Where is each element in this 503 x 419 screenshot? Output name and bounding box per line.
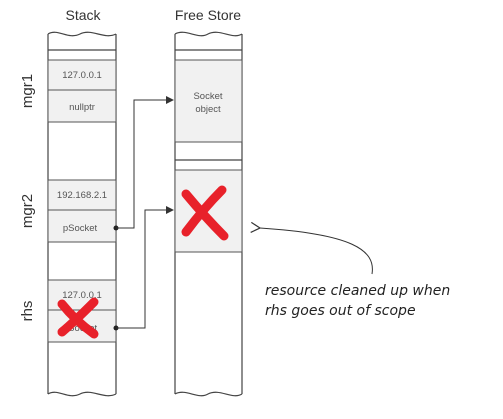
mgr2-address: 192.168.2.1 <box>57 190 107 201</box>
mgr1-pointer-cell <box>47 89 117 123</box>
mgr1-address-cell <box>47 59 117 91</box>
rhs-label: rhs <box>19 301 36 322</box>
stack-column: 127.0.0.1 nullptr 192.168.2.1 pSocket 12… <box>47 31 117 397</box>
free-store-bottom-wave <box>174 391 243 397</box>
mgr1-label: mgr1 <box>19 74 36 108</box>
rhs-address: 127.0.0.1 <box>62 290 102 301</box>
freed-socket-cross-icon <box>181 185 229 241</box>
mgr2-pointer: pSocket <box>63 223 98 234</box>
rhs-to-freed-arrow <box>116 206 174 329</box>
socket-object-line1: Socket <box>193 91 222 102</box>
stack-bottom-wave <box>47 391 117 397</box>
socket-object-cell <box>174 59 243 143</box>
stack-title: Stack <box>65 7 101 23</box>
mgr2-pointer-cell <box>47 209 117 243</box>
pointer-arrows <box>113 96 174 331</box>
mgr2-address-cell <box>47 179 117 211</box>
mgr2-label: mgr2 <box>19 194 36 228</box>
annotation-line2: rhs goes out of scope <box>265 303 416 319</box>
annotation-arrow <box>250 221 373 275</box>
free-store-title: Free Store <box>175 7 241 23</box>
rhs-cross-icon <box>57 297 99 339</box>
mgr1-pointer: nullptr <box>69 102 95 113</box>
socket-object-line2: object <box>195 104 221 115</box>
mgr1-address: 127.0.0.1 <box>62 70 102 81</box>
mgr2-to-socket-arrow <box>116 96 174 229</box>
annotation-line1: resource cleaned up when <box>265 283 450 299</box>
free-store-top-wave <box>174 31 243 37</box>
stack-top-wave <box>47 31 117 37</box>
